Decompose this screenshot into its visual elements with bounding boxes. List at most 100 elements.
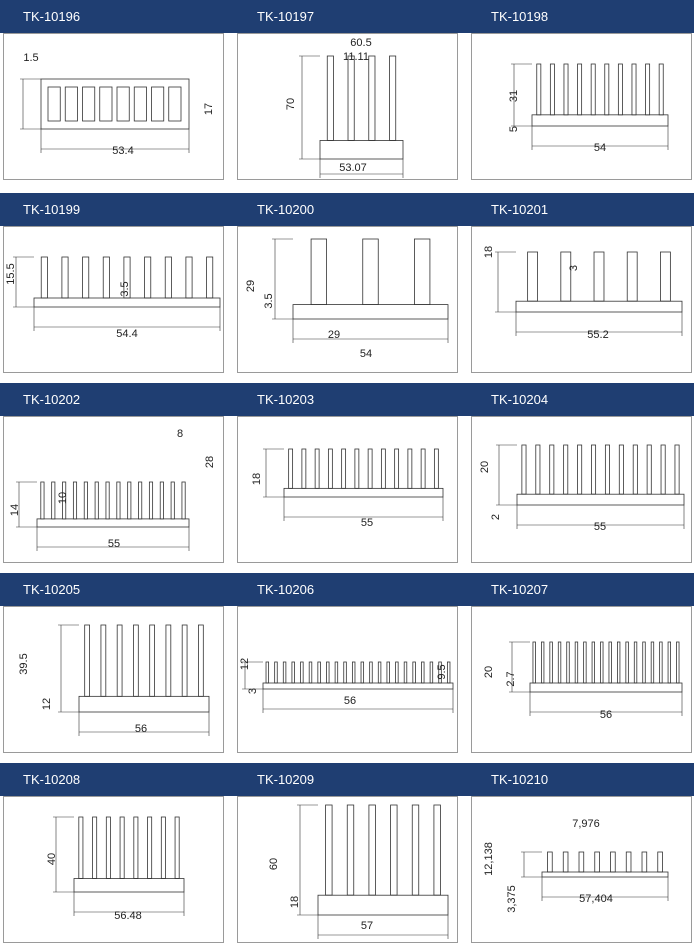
dimension-lines xyxy=(495,251,683,336)
profile-drawing-panel: 18 3 55.2 xyxy=(471,226,692,373)
dimension-lines xyxy=(272,238,449,343)
dimension-label: 18 xyxy=(251,473,263,485)
dimension-label: 3 xyxy=(247,688,259,694)
dimension-label: 39.5 xyxy=(18,653,30,674)
heatsink-profile xyxy=(529,641,683,693)
heatsink-profile xyxy=(78,624,210,713)
model-title: TK-10205 xyxy=(23,582,81,597)
profile-drawing: 40 56.48 xyxy=(46,816,185,922)
model-title: TK-10206 xyxy=(257,582,315,597)
model-title: TK-10199 xyxy=(23,202,81,217)
dimension-lines xyxy=(496,444,685,529)
dimension-label: 14 xyxy=(9,504,21,516)
model-title: TK-10207 xyxy=(491,582,549,597)
dimension-label: 60 xyxy=(268,858,280,870)
heatsink-profile xyxy=(541,851,669,878)
dimension-label: 15.5 xyxy=(5,263,17,284)
dimension-label: 12 xyxy=(41,698,53,710)
dimension-label: 9.5 xyxy=(436,664,448,679)
profile-drawing-panel: 40 56.48 xyxy=(3,796,224,943)
heatsink-profile xyxy=(33,256,221,308)
dimension-lines xyxy=(511,63,669,150)
dimension-label: 18 xyxy=(483,246,495,258)
dimension-label: 10 xyxy=(57,492,69,504)
dimension-label: 17 xyxy=(203,103,215,115)
model-title: TK-10200 xyxy=(257,202,315,217)
dimension-label: 3.5 xyxy=(263,293,275,308)
profile-drawing-panel: 29 3.5 29 54 xyxy=(237,226,458,373)
dimension-label: 3 xyxy=(568,265,580,271)
dimension-label: 70 xyxy=(285,98,297,110)
dimension-label: 3.5 xyxy=(119,281,131,296)
heatsink-profile xyxy=(262,661,454,690)
dimension-label: 40 xyxy=(46,853,58,865)
dimension-label: 56.48 xyxy=(114,910,142,922)
dimension-label: 12,138 xyxy=(483,842,495,876)
heatsink-profile xyxy=(73,816,185,893)
dimension-lines xyxy=(521,851,669,901)
profile-drawing-panel: 39.5 12 56 xyxy=(3,606,224,753)
dimension-label: 20 xyxy=(483,666,495,678)
dimension-label: 18 xyxy=(289,896,301,908)
dimension-label: 2 xyxy=(490,514,502,520)
model-title: TK-10208 xyxy=(23,772,81,787)
dimension-label: 55.2 xyxy=(587,329,608,341)
dimension-label: 12 xyxy=(239,658,251,670)
dimension-lines xyxy=(20,78,190,153)
dimension-label: 54 xyxy=(360,348,372,360)
profile-drawing-panel: 60 18 57 xyxy=(237,796,458,943)
dimension-label: 31 xyxy=(508,90,520,102)
profile-drawing-panel: 31 5 54 xyxy=(471,33,692,180)
heatsink-profile xyxy=(319,55,404,160)
profile-drawing: 18 3 55.2 xyxy=(483,246,683,341)
row-header-band: TK-10202 TK-10203 TK-10204 xyxy=(0,383,694,416)
heatsink-profile xyxy=(531,63,669,127)
dimension-label: 55 xyxy=(108,538,120,550)
dimension-lines xyxy=(58,624,210,736)
dimension-label: 11.11 xyxy=(343,51,369,63)
dimension-label: 29 xyxy=(328,329,340,341)
dimension-label: 57 xyxy=(361,920,373,932)
dimension-label: 8 xyxy=(177,428,183,440)
heatsink-profile xyxy=(283,448,444,498)
dimension-lines xyxy=(53,816,185,916)
model-title: TK-10202 xyxy=(23,392,81,407)
dimension-label: 56 xyxy=(135,723,147,735)
model-title: TK-10203 xyxy=(257,392,315,407)
dimension-label: 54 xyxy=(594,142,606,154)
dimension-label: 29 xyxy=(245,280,257,292)
profile-drawing: 60.5 11.11 70 53.07 xyxy=(285,37,404,178)
profile-drawing: 60 18 57 xyxy=(268,804,449,939)
heatsink-profile xyxy=(292,238,449,320)
heatsink-profile xyxy=(40,78,190,130)
model-title: TK-10204 xyxy=(491,392,549,407)
dimension-lines xyxy=(509,641,683,716)
heatsink-profile xyxy=(317,804,449,916)
profile-drawing-panel: 12 3 9.5 56 xyxy=(237,606,458,753)
dimension-label: 56 xyxy=(600,709,612,721)
profile-drawing: 39.5 12 56 xyxy=(18,624,210,736)
dimension-label: 60.5 xyxy=(350,37,371,49)
dimension-label: 7,976 xyxy=(572,818,600,830)
dimension-label: 56 xyxy=(344,695,356,707)
dimension-label: 5 xyxy=(508,126,520,132)
model-title: TK-10209 xyxy=(257,772,315,787)
model-title: TK-10198 xyxy=(491,9,549,24)
dimension-label: 53.07 xyxy=(339,162,367,174)
dimension-label: 20 xyxy=(479,461,491,473)
profile-drawing: 15.53.554.4 xyxy=(5,256,221,340)
